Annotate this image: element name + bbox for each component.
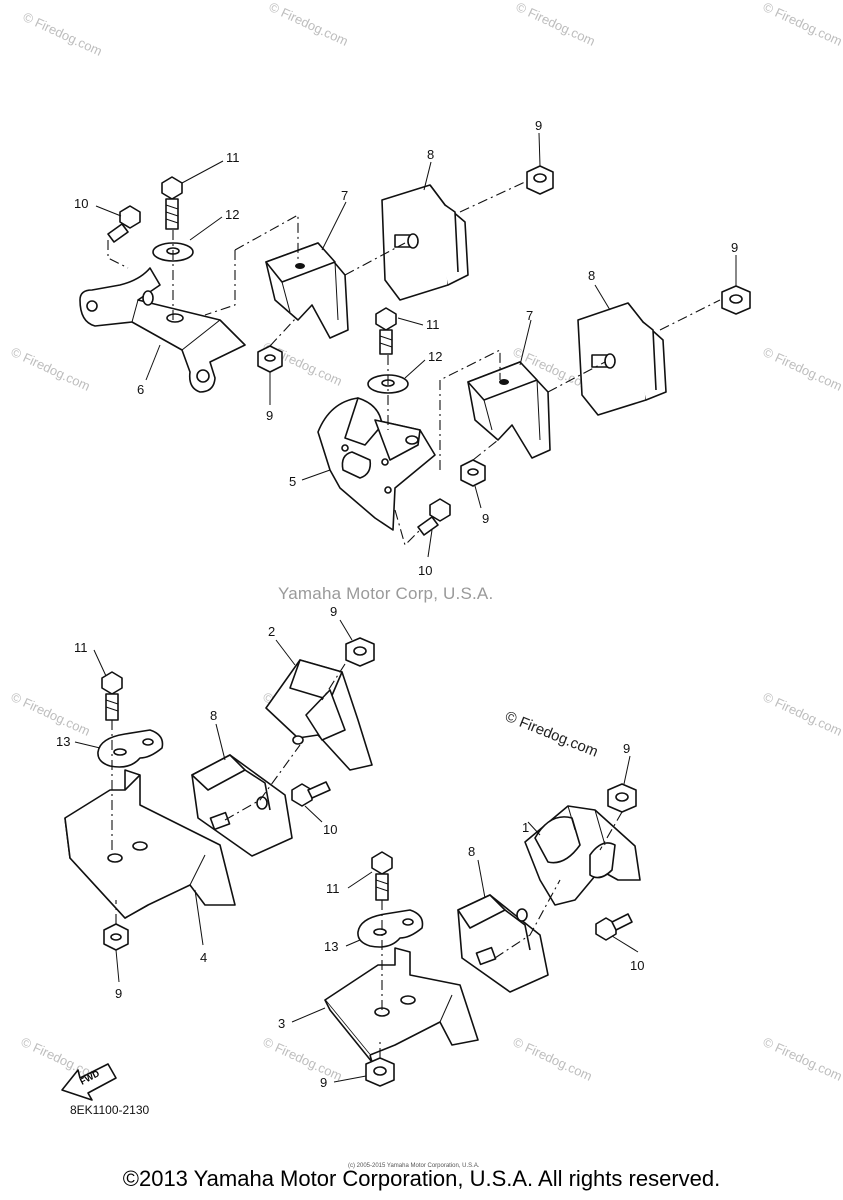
callout-12: 12 xyxy=(428,349,442,364)
bracket-1 xyxy=(524,805,641,906)
bolt-11-upper xyxy=(161,176,183,230)
washer-13-lower-right xyxy=(357,909,424,948)
rubber-mount-8-upper xyxy=(381,184,469,301)
callout-9: 9 xyxy=(623,741,630,756)
bracket-4 xyxy=(64,769,236,919)
callout-8: 8 xyxy=(427,147,434,162)
watermark: © Firedog.com xyxy=(761,0,843,49)
callout-2: 2 xyxy=(268,624,275,639)
watermark: © Firedog.com xyxy=(21,9,105,59)
callout-10: 10 xyxy=(630,958,644,973)
nut-9-lower-left-bottom xyxy=(103,923,129,951)
nut-9-right xyxy=(721,285,751,315)
nut-9-lower-right-bottom xyxy=(365,1057,395,1087)
watermark: © Firedog.com xyxy=(511,1034,595,1084)
rubber-mount-8-lower-right xyxy=(457,894,549,993)
nut-9-lower-left-top xyxy=(345,637,375,667)
callout-9: 9 xyxy=(482,511,489,526)
watermark-layer: © Firedog.com © Firedog.com © Firedog.co… xyxy=(9,0,843,1084)
watermark: © Firedog.com xyxy=(761,689,843,739)
watermark: © Firedog.com xyxy=(261,1034,345,1084)
callout-10: 10 xyxy=(74,196,88,211)
bolt-10-mid xyxy=(417,498,451,536)
callout-12: 12 xyxy=(225,207,239,222)
callout-9: 9 xyxy=(731,240,738,255)
callout-9: 9 xyxy=(115,986,122,1001)
copyright-small: (c) 2005-2015 Yamaha Motor Corporation, … xyxy=(348,1163,480,1169)
bracket-3 xyxy=(324,947,479,1063)
callout-11: 11 xyxy=(326,881,340,896)
watermark: © Firedog.com xyxy=(9,689,93,739)
callout-10: 10 xyxy=(418,563,432,578)
watermark: © Firedog.com xyxy=(761,344,843,394)
bolt-10-lower-left xyxy=(291,781,331,807)
nut-9-lower-right-top xyxy=(607,783,637,813)
bolt-10-upper-left xyxy=(107,205,141,243)
copyright-footer: ©2013 Yamaha Motor Corporation, U.S.A. A… xyxy=(122,1166,721,1191)
bolt-11-mid xyxy=(375,307,397,355)
callout-8: 8 xyxy=(210,708,217,723)
callout-8: 8 xyxy=(468,844,475,859)
bracket-6 xyxy=(79,267,246,393)
bolt-10-lower-right xyxy=(595,913,633,941)
callout-3: 3 xyxy=(278,1016,285,1031)
nut-9-upper-right xyxy=(526,165,554,195)
watermark: © Firedog.com xyxy=(9,344,93,394)
nut-9-mid xyxy=(460,459,486,487)
callout-9: 9 xyxy=(535,118,542,133)
mount-7-upper xyxy=(265,242,349,339)
callout-13: 13 xyxy=(324,939,338,954)
bracket-5 xyxy=(317,397,436,531)
bolt-11-lower-left xyxy=(101,671,123,721)
callout-9: 9 xyxy=(320,1075,327,1090)
rubber-mount-8-lower-left xyxy=(191,754,293,857)
rubber-mount-8-lower xyxy=(577,302,667,416)
callout-5: 5 xyxy=(289,474,296,489)
callouts: 11 10 12 6 9 7 8 9 11 12 5 7 8 9 9 10 11 xyxy=(56,118,738,1090)
callout-1: 1 xyxy=(522,820,529,835)
callout-13: 13 xyxy=(56,734,70,749)
bracket-2 xyxy=(265,659,373,771)
watermark: © Firedog.com xyxy=(761,1034,843,1084)
callout-11: 11 xyxy=(226,150,240,165)
callout-4: 4 xyxy=(200,950,207,965)
callout-11: 11 xyxy=(74,640,88,655)
watermark: © Firedog.com xyxy=(267,0,351,49)
callout-7: 7 xyxy=(341,188,348,203)
watermark: © Firedog.com xyxy=(514,0,598,49)
callout-9: 9 xyxy=(330,604,337,619)
callout-6: 6 xyxy=(137,382,144,397)
diagram-code: 8EK1100-2130 xyxy=(70,1103,150,1117)
callout-10: 10 xyxy=(323,822,337,837)
callout-11: 11 xyxy=(426,317,440,332)
center-watermark: Yamaha Motor Corp, U.S.A. xyxy=(278,584,494,603)
callout-9: 9 xyxy=(266,408,273,423)
mount-7-lower xyxy=(467,361,551,459)
bolt-11-lower-right xyxy=(371,851,393,901)
callout-8: 8 xyxy=(588,268,595,283)
washer-13-lower-left xyxy=(97,729,164,768)
callout-7: 7 xyxy=(526,308,533,323)
nut-9-left xyxy=(257,345,283,373)
